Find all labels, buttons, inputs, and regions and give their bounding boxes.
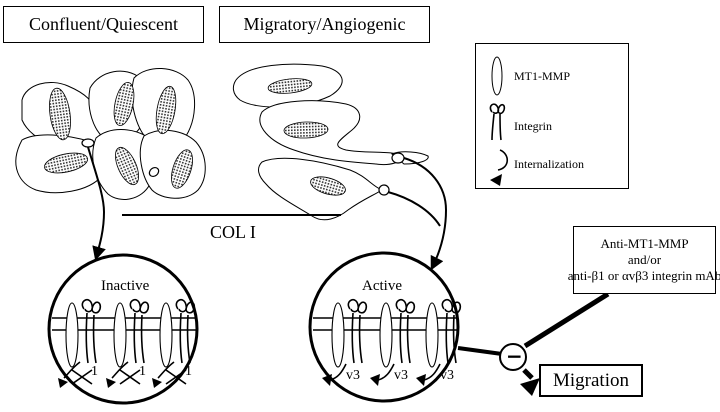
antibody-line-2: and/or (627, 252, 662, 267)
migration-text: Migration (553, 369, 629, 391)
confluent-quiescent-text: Confluent/Quiescent (29, 14, 178, 34)
inactive-integrin-tag-1: 1 (91, 364, 98, 379)
confluent-quiescent-label: Confluent/Quiescent (3, 6, 204, 43)
left-zoom-arrow (87, 146, 106, 261)
legend: MT1-MMP Integrin Internalization (475, 43, 629, 189)
migratory-angiogenic-text: Migratory/Angiogenic (243, 14, 406, 34)
inhibition-minus-sign: − (506, 344, 523, 368)
integrin-legend-icon (489, 103, 506, 141)
migratory-cell-nuclei (267, 78, 346, 196)
antibody-line-1: Anti-MT1-MMP (600, 236, 689, 251)
inhibitor-to-migration-arrow (522, 368, 534, 380)
confluent-cell-nuclei (43, 81, 193, 189)
active-integrin-tag-3: v3 (440, 368, 454, 383)
inactive-label: Inactive (101, 278, 150, 294)
legend-icons (489, 56, 509, 186)
antibody-line-3: anti-β1 or αvβ3 integrin mAb (567, 268, 720, 283)
inactive-integrin-tag-3: 1 (185, 364, 192, 379)
migration-arrowhead (520, 378, 540, 396)
active-integrin-tag-1: v3 (346, 368, 360, 383)
antibody-treatment-box: Anti-MT1-MMP and/or anti-β1 or αvβ3 inte… (568, 226, 720, 294)
inhibition-symbol-circle (499, 343, 527, 371)
legend-internalization-label: Internalization (514, 157, 584, 171)
inactive-integrin-tag-2: 1 (139, 364, 146, 379)
legend-mt1mmp-label: MT1-MMP (514, 69, 571, 83)
active-label: Active (362, 278, 402, 294)
migratory-angiogenic-label: Migratory/Angiogenic (219, 6, 430, 43)
right-zoom-arrow-branch (387, 191, 441, 227)
active-membrane-view (308, 251, 462, 403)
col-i-label: COL I (210, 222, 256, 242)
antibody-connector (523, 291, 610, 349)
left-contact-integrins (81, 138, 160, 178)
migration-outcome-box: Migration (539, 364, 643, 397)
inactive-membrane-view (47, 253, 199, 405)
mt1mmp-legend-icon (491, 56, 503, 96)
active-to-inhibitor-line (457, 346, 503, 356)
active-integrin-tag-2: v3 (394, 368, 408, 383)
legend-integrin-label: Integrin (514, 119, 552, 133)
internalization-legend-icon (490, 149, 509, 186)
right-zoom-arrow (403, 157, 448, 271)
